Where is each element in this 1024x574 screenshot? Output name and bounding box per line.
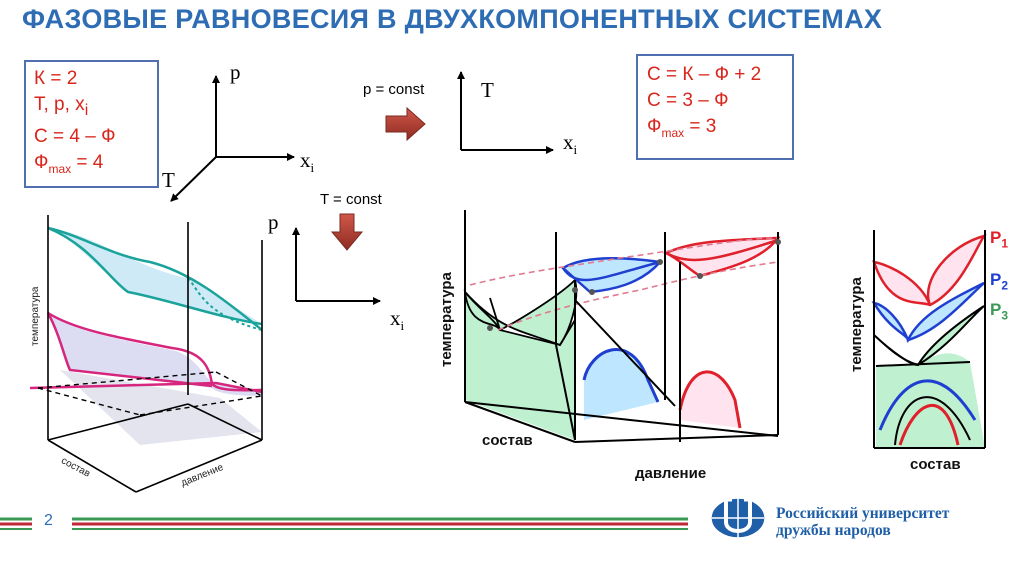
variables-text: Т, р, х: [34, 94, 85, 115]
slide-title: ФАЗОВЫЕ РАВНОВЕСИЯ В ДВУХКОМПОНЕНТНЫХ СИ…: [22, 4, 883, 34]
fmax3-sub: max: [661, 125, 685, 140]
box-line-fmax: Фmax = 4: [34, 150, 149, 182]
tx-axis-x-label: xi: [563, 130, 577, 158]
axes-tx: [457, 71, 554, 154]
tx-axis-t-label: T: [481, 78, 494, 102]
box-line-c: С = 4 – Ф: [34, 125, 116, 147]
tx-axis-x-text: x: [563, 130, 574, 154]
right-phase-diagram: [871, 230, 987, 449]
fmax3-text: Ф: [647, 116, 662, 137]
axis-p-label: p: [230, 60, 241, 84]
middle-zlabel: давление: [635, 465, 707, 482]
box-line-fmax3: Фmax = 3: [647, 114, 783, 146]
axis-x-label: xi: [300, 148, 314, 176]
box-line-c3: С = 3 – Ф: [647, 90, 729, 111]
px-axis-p-label: p: [268, 210, 279, 234]
box-line-k: К = 2: [34, 68, 78, 89]
right-ylabel: температура: [848, 277, 865, 372]
p2-text: P: [990, 270, 1002, 289]
box-line-variables: Т, р, хi: [34, 92, 149, 124]
right-arrow-icon: [385, 106, 426, 142]
fmax-value: = 4: [71, 151, 104, 173]
t-const-label: T = const: [320, 191, 382, 208]
axes-px: [292, 227, 381, 305]
p3-label: P3: [990, 300, 1008, 322]
right-info-box: С = К – Ф + 2 С = 3 – Ф Фmax = 3: [636, 54, 794, 160]
p1-text: P: [990, 228, 1002, 247]
box-line-gibbs: С = К – Ф + 2: [647, 64, 762, 85]
axis-x-sub: i: [310, 160, 315, 176]
variables-sub: i: [84, 101, 89, 119]
p3-sub: 3: [1001, 308, 1009, 323]
px-axis-x-sub: i: [400, 318, 405, 334]
axes-3d: [170, 75, 295, 202]
university-name: Российский университет дружбы народов: [776, 505, 949, 539]
middle-phase-diagram: [463, 210, 781, 443]
footer-lines: [0, 517, 688, 530]
axis-t-label: T: [162, 168, 175, 192]
left-ylabel: температура: [30, 286, 41, 347]
fmax3-value: = 3: [684, 116, 717, 137]
left-3d-diagram: [29, 215, 263, 493]
px-axis-x-label: xi: [390, 306, 404, 334]
axis-x-text: x: [300, 148, 311, 172]
p2-label: P2: [990, 270, 1008, 292]
p3-text: P: [990, 300, 1002, 319]
tx-axis-x-sub: i: [573, 142, 578, 158]
p2-sub: 2: [1001, 278, 1009, 293]
p-const-label: p = const: [363, 81, 425, 98]
px-axis-x-text: x: [390, 306, 401, 330]
university-name-line1: Российский университет: [776, 505, 950, 522]
right-xlabel: состав: [910, 456, 961, 473]
fmax-text: Ф: [34, 151, 49, 173]
fmax-sub: max: [48, 161, 72, 176]
middle-xlabel: состав: [482, 432, 533, 449]
p1-label: P1: [990, 228, 1008, 250]
middle-ylabel: температура: [438, 272, 455, 367]
university-name-line2: дружбы народов: [776, 522, 891, 539]
down-arrow-icon: [330, 213, 364, 251]
p1-sub: 1: [1001, 236, 1009, 251]
page-number: 2: [44, 512, 53, 529]
university-logo-icon: [710, 497, 766, 539]
left-info-box: К = 2 Т, р, хi С = 4 – Ф Фmax = 4: [24, 60, 159, 188]
